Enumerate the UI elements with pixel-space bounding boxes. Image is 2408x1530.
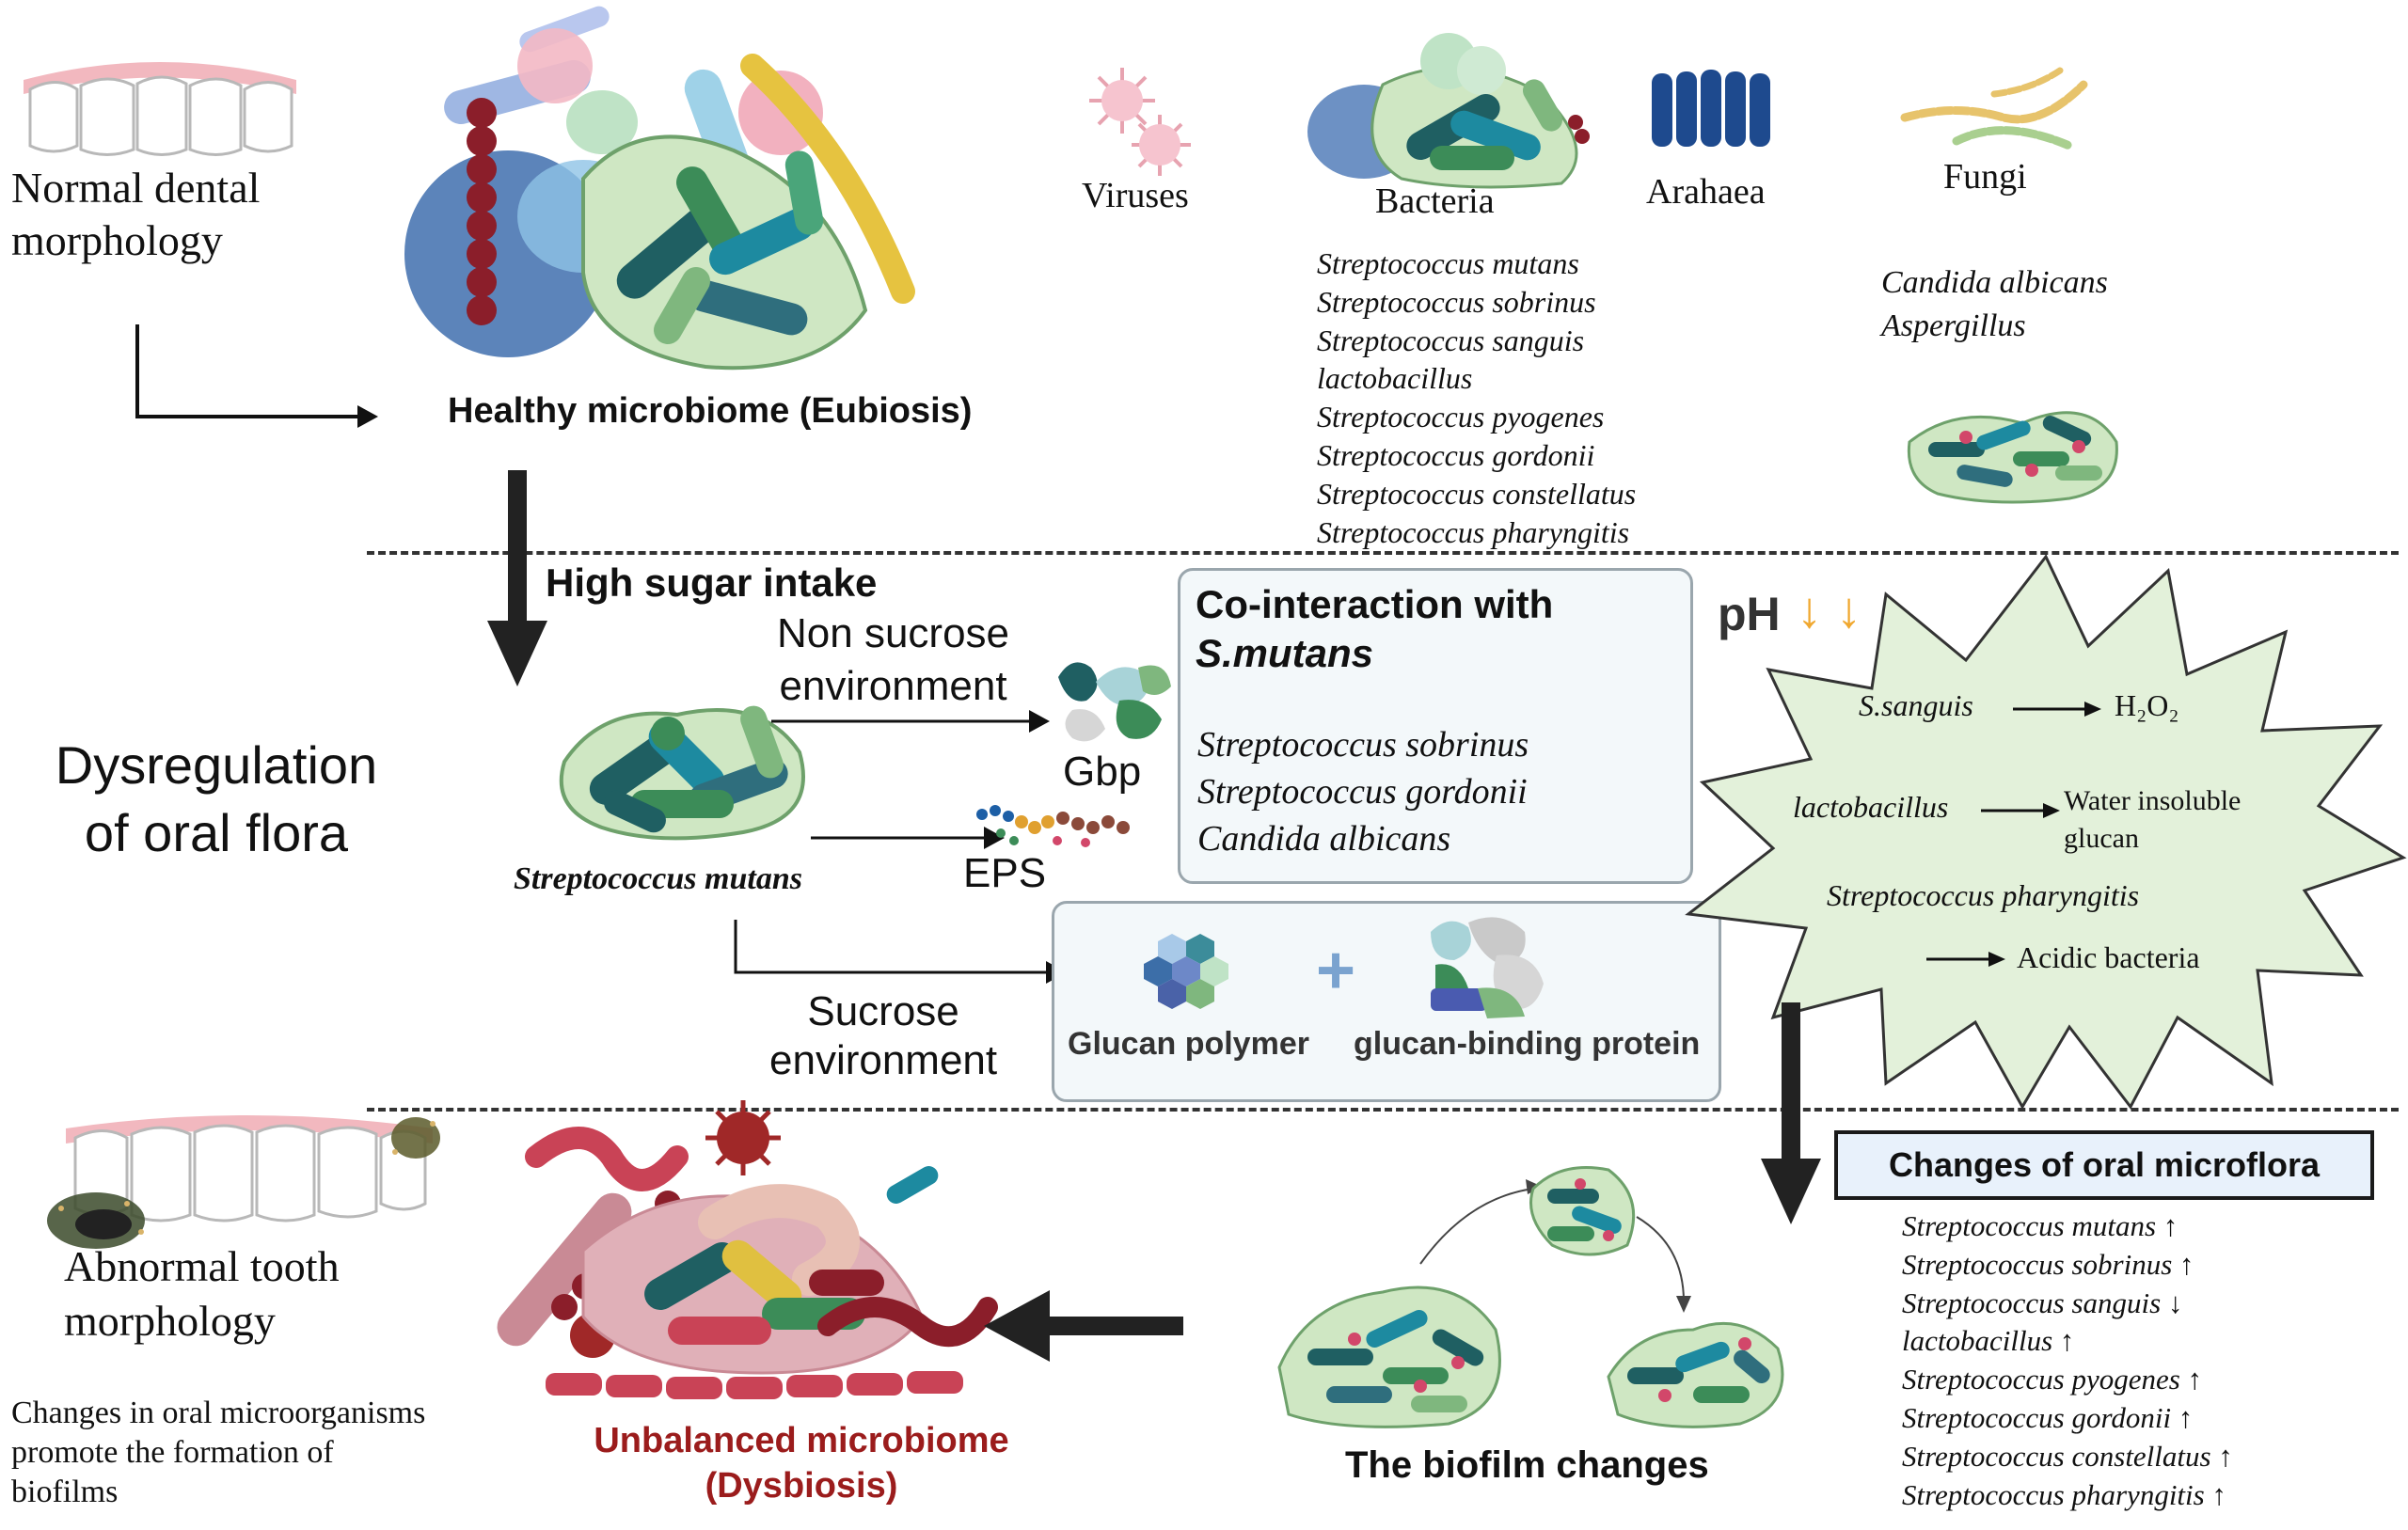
list-item: Streptococcus pharyngitis ↑	[1902, 1477, 2226, 1511]
fungi-icon	[1900, 67, 2088, 150]
list-item: Streptococcus pyogenes	[1317, 400, 1605, 434]
bacteria-label: Bacteria	[1375, 181, 1495, 221]
co-interaction-box: Co-interaction with S.mutans Streptococc…	[1178, 568, 1693, 884]
s-mutans-label: Streptococcus mutans	[514, 861, 802, 896]
down-arrow-sugar	[487, 470, 547, 686]
dysregulation-label: Dysregulation of oral flora	[55, 735, 378, 862]
co-interaction-list: Streptococcus sobrinus Streptococcus gor…	[1197, 721, 1529, 862]
plus-sign: +	[1316, 933, 1356, 1008]
teeth-icon	[24, 62, 296, 156]
bacteria-cluster-icon	[1307, 33, 1590, 189]
left-arrow-to-dysbiosis	[984, 1290, 1183, 1362]
list-item: Streptococcus constellatus ↑	[1902, 1439, 2233, 1473]
list-item: Streptococcus pharyngitis	[1317, 514, 1630, 549]
list-item: Streptococcus pyogenes ↑	[1902, 1363, 2203, 1396]
list-item: Aspergillus	[1881, 308, 2026, 343]
list-item: Streptococcus mutans	[1317, 246, 1579, 280]
section-divider-top	[367, 551, 2399, 555]
gbp-label: Gbp	[1063, 749, 1142, 795]
healthy-microbiome-illustration	[404, 6, 915, 371]
star-acidic-bacteria: Acidic bacteria	[2017, 940, 2200, 974]
section-divider-bottom	[367, 1108, 2399, 1112]
s-mutans-illustration	[559, 705, 805, 841]
arrow-lactobacillus-glucan	[1981, 803, 2060, 818]
ph-down-arrows: ↓ ↓	[1797, 582, 1862, 639]
bacteria-list: Streptococcus mutans Streptococcus sobri…	[1317, 244, 1636, 551]
acid-starburst-shape	[1685, 554, 2407, 1111]
eps-icon	[976, 805, 1130, 847]
list-item: Streptococcus constellatus	[1317, 476, 1637, 511]
healthy-microbiome-label: Healthy microbiome (Eubiosis)	[448, 391, 973, 431]
glucan-binding-protein-label: glucan-binding protein	[1354, 1026, 1701, 1062]
list-item: Streptococcus sobrinus	[1197, 725, 1529, 765]
arrow-to-gbp	[771, 710, 1050, 733]
changes-list: Streptococcus mutans ↑ Streptococcus sob…	[1902, 1207, 2233, 1514]
normal-dental-label: Normal dental morphology	[11, 164, 261, 264]
list-item: Streptococcus mutans ↑	[1902, 1209, 2178, 1242]
viruses-label: Viruses	[1082, 176, 1189, 215]
list-item: Streptococcus gordonii ↑	[1902, 1400, 2194, 1434]
list-item: lactobacillus ↑	[1902, 1324, 2075, 1358]
star-h2o2: H₂O₂	[2115, 688, 2179, 722]
list-item: Candida albicans	[1881, 265, 2108, 300]
glucan-box: + Glucan polymer glucan-binding protein	[1052, 901, 1721, 1102]
biofilm-cycle-illustration	[1277, 1166, 1784, 1428]
gbp-protein-icon	[1058, 662, 1171, 742]
arrow-sanguis-h2o2	[2013, 702, 2101, 717]
star-water-insoluble: Water insoluble glucan	[2064, 785, 2242, 854]
unbalanced-label: Unbalanced microbiome (Dysbiosis)	[594, 1421, 1009, 1506]
co-interaction-subtitle: S.mutans	[1196, 631, 1374, 675]
glucan-polymer-label: Glucan polymer	[1068, 1026, 1309, 1062]
down-arrow-to-changes	[1761, 1002, 1821, 1224]
high-sugar-label: High sugar intake	[546, 560, 878, 605]
virus-icon	[1089, 68, 1191, 176]
biofilm-icon	[1907, 411, 2118, 504]
ph-label: pH	[1718, 588, 1781, 640]
changes-title-box: Changes of oral microflora	[1834, 1130, 2374, 1200]
abnormal-tooth-label: Abnormal tooth morphology	[64, 1242, 340, 1345]
list-item: Streptococcus gordonii	[1197, 772, 1528, 812]
sucrose-label: Sucrose environment	[769, 988, 998, 1083]
star-lactobacillus: lactobacillus	[1793, 790, 1949, 824]
archaea-label: Arahaea	[1646, 172, 1766, 212]
arrow-acidic	[1926, 952, 2005, 967]
flow-arrow-to-eubiosis	[135, 324, 378, 428]
glucan-icon	[1144, 934, 1228, 1009]
eps-label: EPS	[963, 850, 1047, 896]
list-item: Streptococcus gordonii	[1317, 437, 1595, 472]
dysbiosis-illustration	[497, 1100, 998, 1399]
fungi-list: Candida albicans Aspergillus	[1881, 261, 2108, 348]
list-item: Streptococcus sanguis ↓	[1902, 1286, 2183, 1319]
list-item: Streptococcus sanguis	[1317, 323, 1585, 357]
protein-icon	[1431, 917, 1544, 1018]
star-pharyngitis: Streptococcus pharyngitis	[1827, 878, 2140, 912]
abnormal-teeth-icon	[47, 1115, 440, 1249]
star-sanguis: S.sanguis	[1859, 688, 1973, 722]
list-item: Streptococcus sobrinus	[1317, 284, 1596, 319]
list-item: Candida albicans	[1197, 819, 1451, 859]
arrow-to-glucan	[734, 920, 1067, 984]
fungi-label: Fungi	[1943, 157, 2027, 197]
non-sucrose-label: Non sucrose environment	[777, 610, 1010, 709]
changes-caption: Changes in oral microorganisms promote t…	[11, 1396, 426, 1509]
arrow-to-eps	[811, 827, 1005, 849]
list-item: Streptococcus sobrinus ↑	[1902, 1247, 2194, 1281]
list-item: lactobacillus	[1317, 361, 1473, 396]
biofilm-changes-label: The biofilm changes	[1345, 1444, 1709, 1486]
co-interaction-title: Co-interaction with	[1196, 582, 1554, 626]
archaea-icon	[1652, 70, 1770, 147]
